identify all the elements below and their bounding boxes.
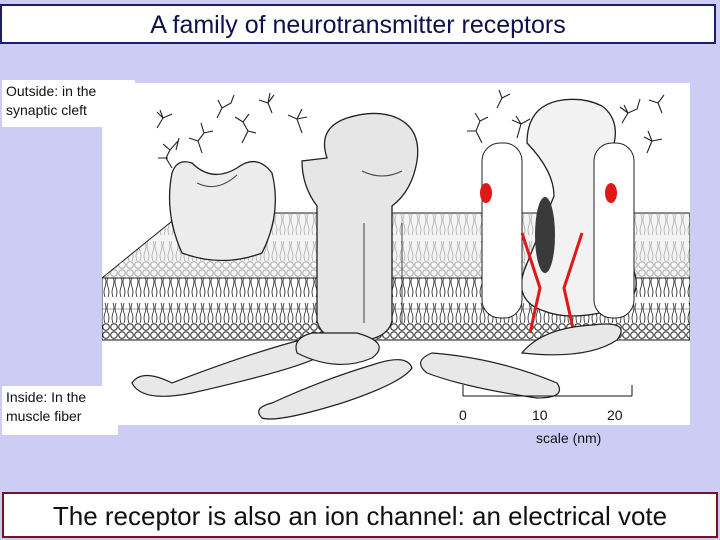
scale-tick-20: 20 <box>607 407 623 423</box>
slide-title: A family of neurotransmitter receptors <box>0 4 716 44</box>
slide-footer: The receptor is also an ion channel: an … <box>2 492 718 538</box>
scale-label: scale (nm) <box>536 430 602 446</box>
scale-tick-10: 10 <box>532 407 548 423</box>
scale-tick-0: 0 <box>459 407 467 423</box>
scale-bar <box>462 385 633 397</box>
inside-label: Inside: In the muscle fiber <box>2 386 118 435</box>
ion-channel-highlight <box>480 183 617 334</box>
receptor-membrane-illustration: 0 10 20 <box>102 83 690 425</box>
